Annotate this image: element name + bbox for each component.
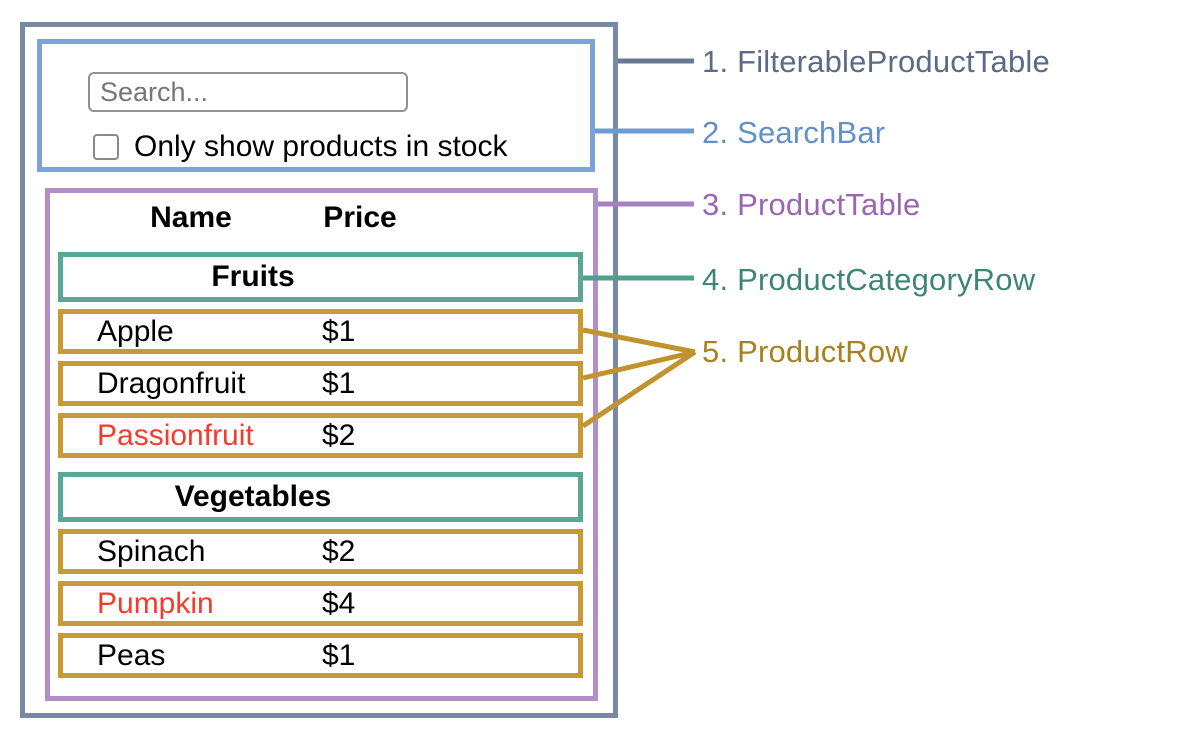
product-row-spinach: Spinach $2 [58,529,583,574]
product-table-box: Name Price Fruits Apple $1 Dragonfruit $… [45,188,598,701]
in-stock-checkbox[interactable] [93,134,119,160]
search-input[interactable] [88,72,408,112]
product-price: $1 [322,638,356,672]
product-price: $1 [322,366,356,400]
product-name: Passionfruit [97,418,254,452]
category-label: Vegetables [174,480,332,513]
product-price: $4 [322,586,356,620]
product-row-apple: Apple $1 [58,309,583,354]
product-name: Dragonfruit [97,366,246,400]
product-name: Pumpkin [97,586,214,620]
category-row-vegetables: Vegetables [58,472,583,522]
legend-product-table: 3. ProductTable [702,187,921,222]
legend-product-category-row: 4. ProductCategoryRow [702,262,1036,297]
product-row-passionfruit: Passionfruit $2 [58,413,583,458]
legend-product-row: 5. ProductRow [702,334,908,369]
product-name: Apple [97,314,174,348]
table-rows: Fruits Apple $1 Dragonfruit $1 Passionfr… [58,252,583,678]
table-header: Name Price [58,201,583,245]
search-bar-box: Only show products in stock [37,39,595,172]
product-row-peas: Peas $1 [58,633,583,678]
product-name: Spinach [97,534,206,568]
column-header-price: Price [323,201,397,234]
category-label: Fruits [211,260,295,293]
product-price: $1 [322,314,356,348]
legend-filterable-product-table: 1. FilterableProductTable [702,44,1050,79]
product-row-dragonfruit: Dragonfruit $1 [58,361,583,406]
legend-search-bar: 2. SearchBar [702,115,886,150]
in-stock-checkbox-label: Only show products in stock [134,130,508,163]
product-price: $2 [322,534,356,568]
product-row-pumpkin: Pumpkin $4 [58,581,583,626]
product-name: Peas [97,638,166,672]
in-stock-filter-row: Only show products in stock [93,130,508,164]
product-price: $2 [322,418,356,452]
column-header-name: Name [150,201,232,234]
category-row-fruits: Fruits [58,252,583,302]
